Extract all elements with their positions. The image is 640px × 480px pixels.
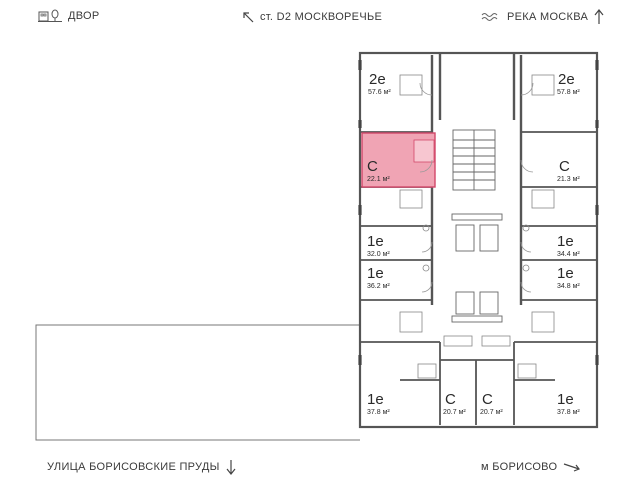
river-label: РЕКА МОСКВА: [481, 9, 604, 25]
arrow-right-down-icon: [564, 463, 581, 472]
station-label: ст. D2 МОСКВОРЕЧЬЕ: [242, 11, 382, 23]
unit-area-u5: 32.0 м²: [367, 251, 390, 258]
unit-type-u9: 1e: [367, 391, 384, 408]
unit-type-u11: C: [482, 391, 493, 408]
metro-text: м БОРИСОВО: [481, 461, 558, 473]
unit-type-u5: 1e: [367, 233, 384, 250]
waves-icon: [481, 13, 498, 21]
unit-u1[interactable]: 2e 57.6 м²: [368, 71, 391, 96]
bottom-dividers: [400, 342, 555, 425]
unit-area-u9: 37.8 м²: [367, 409, 390, 416]
unit-area-u8: 34.8 м²: [557, 283, 580, 290]
river-text: РЕКА МОСКВА: [507, 11, 589, 23]
unit-u5[interactable]: 1e 32.0 м²: [367, 233, 390, 258]
station-text: ст. D2 МОСКВОРЕЧЬЕ: [260, 11, 383, 23]
adjacent-building-outline: [35, 324, 360, 441]
street-text: УЛИЦА БОРИСОВСКИЕ ПРУДЫ: [47, 461, 220, 473]
unit-u7[interactable]: 1e 36.2 м²: [367, 265, 390, 290]
unit-type-u7: 1e: [367, 265, 384, 282]
door-swings: [419, 82, 534, 293]
metro-label: м БОРИСОВО: [481, 461, 581, 473]
unit-area-u2: 57.8 м²: [557, 89, 580, 96]
unit-u9[interactable]: 1e 37.8 м²: [367, 391, 390, 416]
left-dividers: [360, 131, 440, 343]
unit-type-u3: C: [367, 158, 378, 175]
unit-area-u11: 20.7 м²: [480, 409, 503, 416]
unit-area-u10: 20.7 м²: [443, 409, 466, 416]
unit-labels: 2e 57.6 м² 2e 57.8 м² C 22.1 м² C 21.3 м…: [367, 71, 580, 416]
unit-u8[interactable]: 1e 34.8 м²: [557, 265, 580, 290]
unit-u11[interactable]: C 20.7 м²: [480, 391, 503, 416]
unit-area-u6: 34.4 м²: [557, 251, 580, 258]
unit-type-u2: 2e: [558, 71, 575, 88]
elevators: [451, 213, 503, 323]
unit-type-u6: 1e: [557, 233, 574, 250]
unit-type-u12: 1e: [557, 391, 574, 408]
unit-u2[interactable]: 2e 57.8 м²: [557, 71, 580, 96]
unit-type-u8: 1e: [557, 265, 574, 282]
unit-area-u3: 22.1 м²: [367, 176, 390, 183]
arrow-up-left-icon: [243, 12, 254, 23]
unit-type-u10: C: [445, 391, 456, 408]
unit-u6[interactable]: 1e 34.4 м²: [557, 233, 580, 258]
unit-u10[interactable]: C 20.7 м²: [443, 391, 466, 416]
arrow-down-icon: [226, 460, 236, 475]
unit-u12[interactable]: 1e 37.8 м²: [557, 391, 580, 416]
courtyard-label: ДВОР: [38, 9, 100, 23]
unit-u3[interactable]: C 22.1 м²: [367, 158, 390, 183]
stair-core: [452, 129, 496, 191]
unit-type-u4: C: [559, 158, 570, 175]
unit-type-u1: 2e: [369, 71, 386, 88]
bathroom-fixtures: [399, 74, 555, 379]
courtyard-icon: [38, 9, 62, 22]
right-dividers: [514, 131, 597, 343]
unit-area-u12: 37.8 м²: [557, 409, 580, 416]
unit-area-u1: 57.6 м²: [368, 89, 391, 96]
unit-u4[interactable]: C 21.3 м²: [557, 158, 580, 183]
courtyard-text: ДВОР: [68, 10, 100, 22]
street-label: УЛИЦА БОРИСОВСКИЕ ПРУДЫ: [47, 459, 236, 475]
arrow-up-icon: [594, 9, 604, 24]
building-outline: [358, 51, 599, 429]
window-segments: [358, 60, 599, 365]
unit-area-u7: 36.2 м²: [367, 283, 390, 290]
unit-area-u4: 21.3 м²: [557, 176, 580, 183]
selected-unit-bath: [413, 139, 435, 163]
